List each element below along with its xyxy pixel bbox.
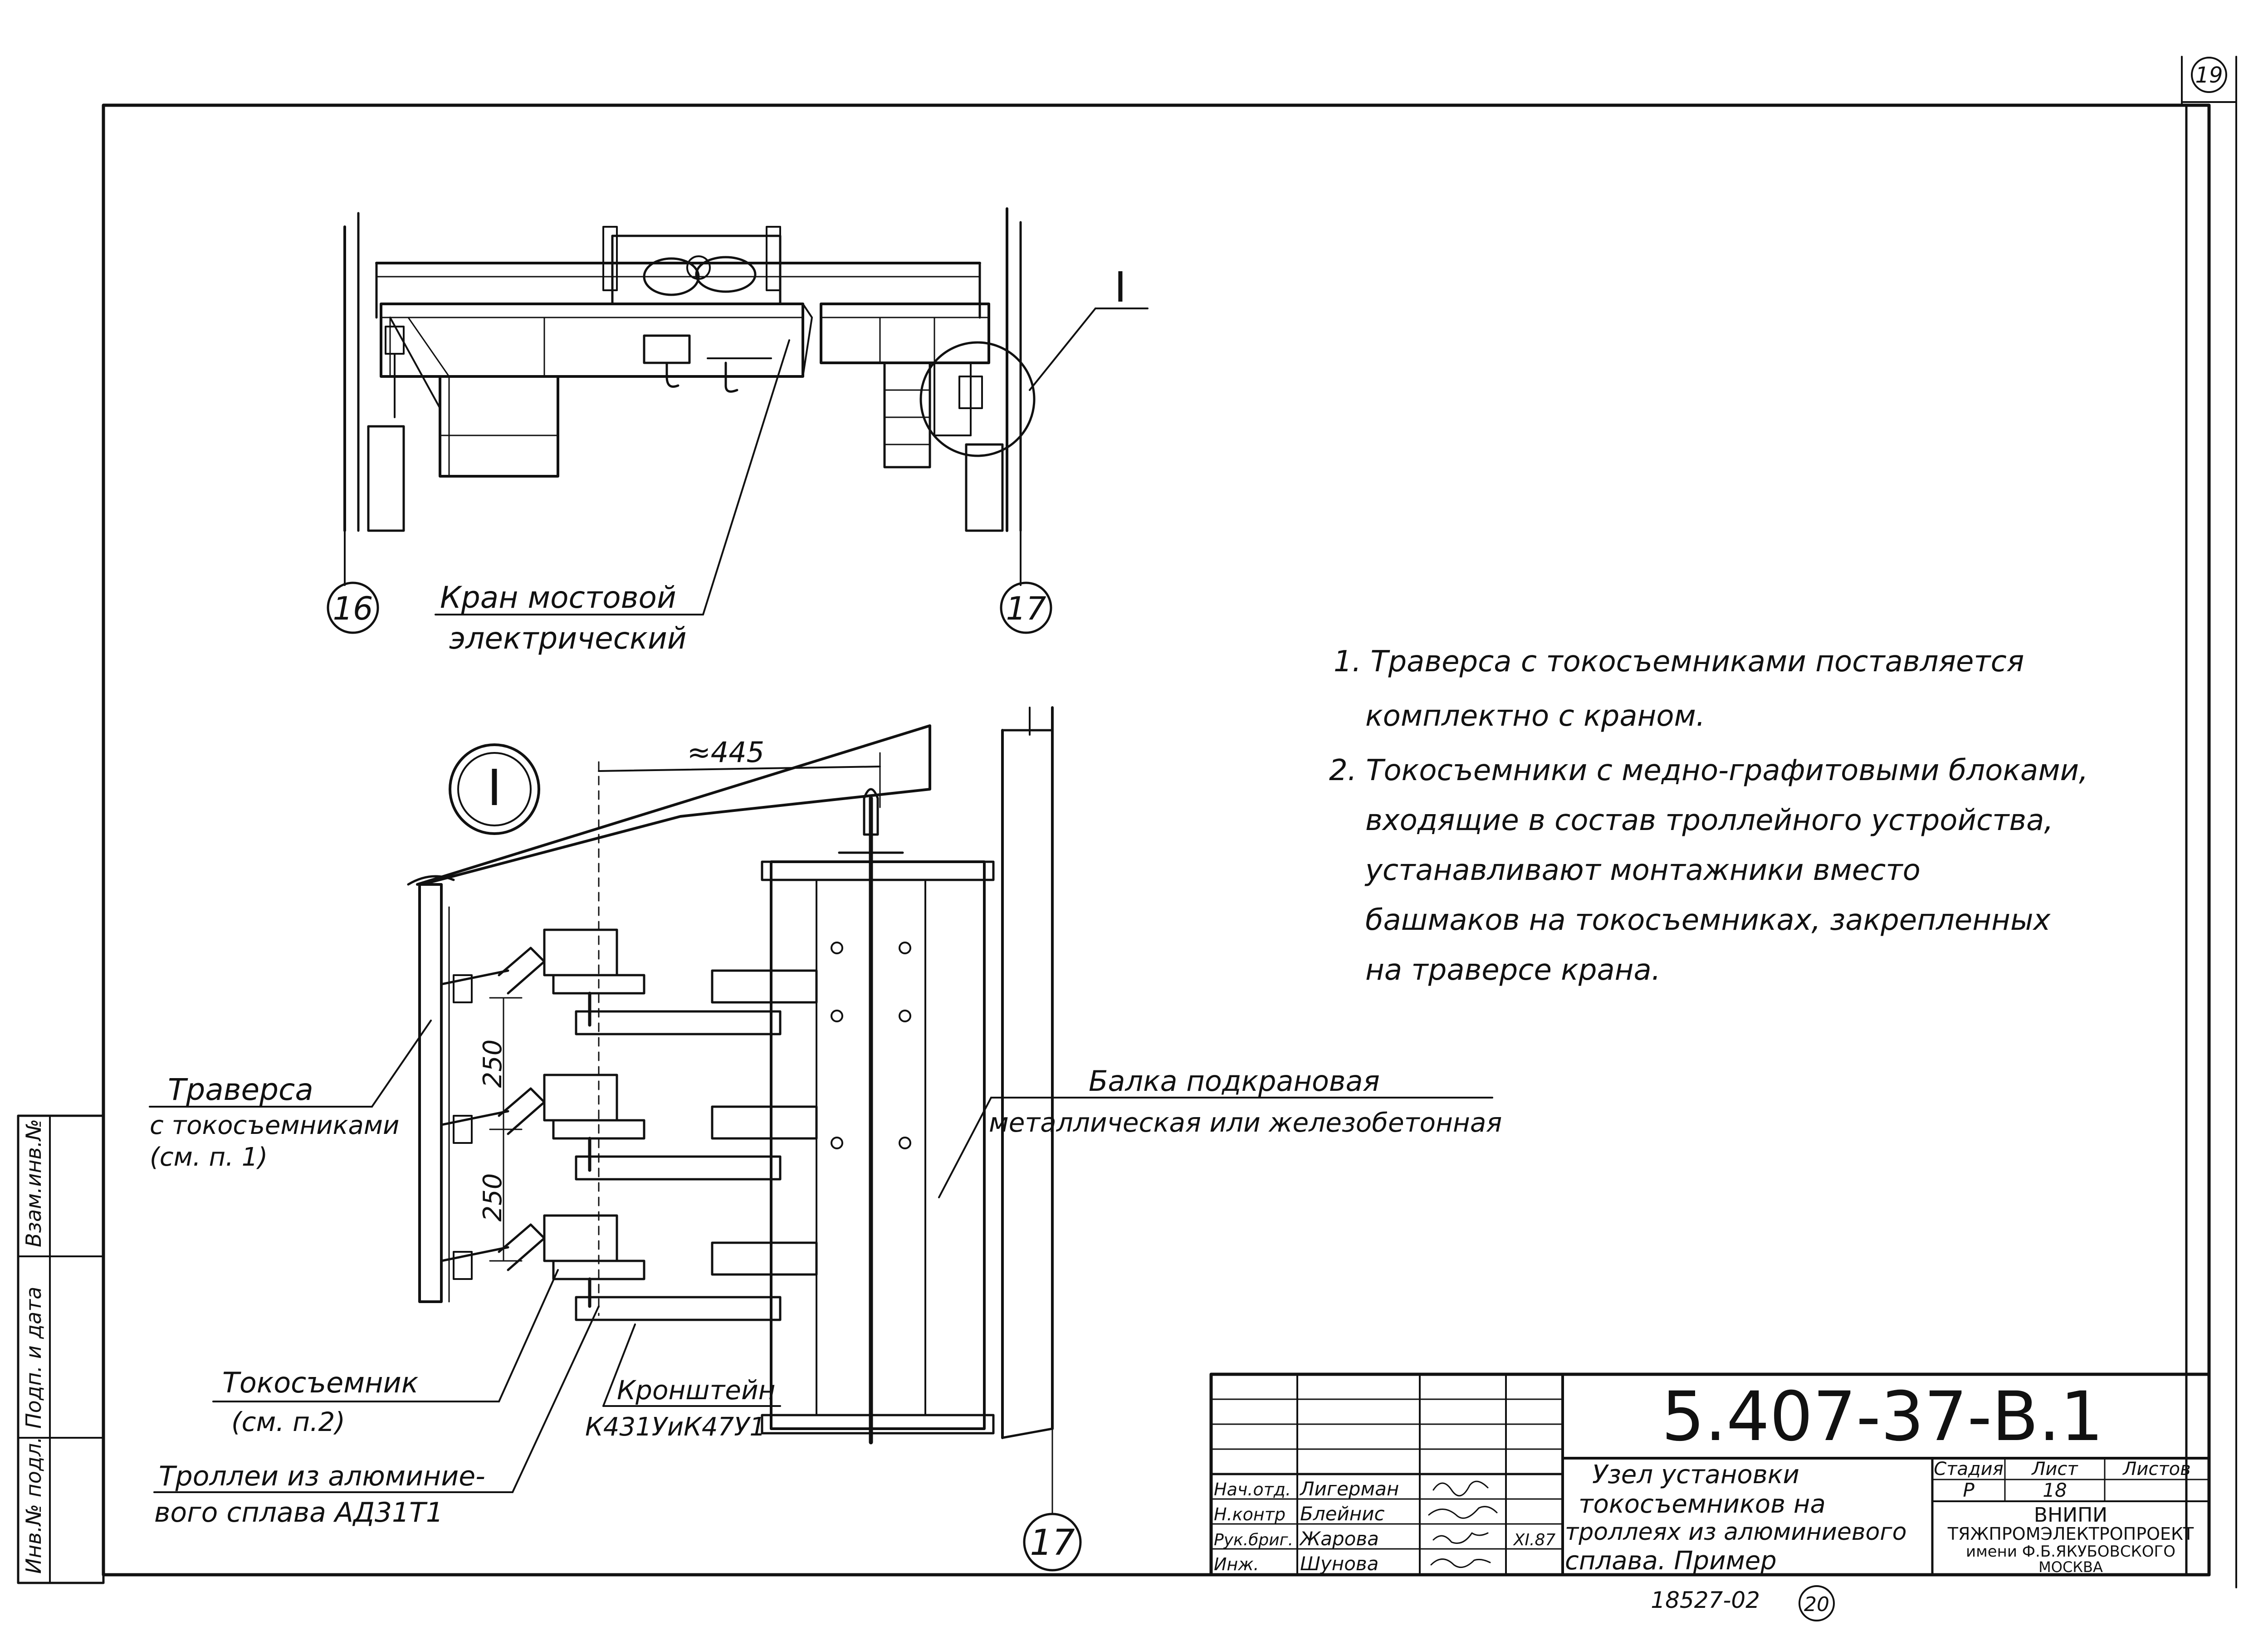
notes: 1. Траверса с токосъемниками поставляетс… <box>1329 645 2088 987</box>
org-line-4: МОСКВА <box>2038 1558 2103 1576</box>
dimension-250-b: 250 <box>478 1173 508 1222</box>
title-line-3: троллеях из алюминиевого <box>1565 1519 1906 1546</box>
dimension-250-a: 250 <box>478 1040 508 1088</box>
traverse-label: Траверса <box>168 1072 313 1107</box>
archive-sheet-circle <box>1799 1585 1835 1621</box>
archive-number: 18527-02 <box>1651 1587 1760 1613</box>
note-line-5: устанавливают монтажники вместо <box>1364 854 1921 887</box>
side-stamp-sign: Подп. и дата <box>21 1287 46 1429</box>
bracket-label: Кронштейн <box>617 1375 776 1406</box>
collector-note: (см. п.2) <box>231 1406 345 1437</box>
note-line-7: на траверсе крана. <box>1365 953 1661 987</box>
collector-2 <box>440 1074 782 1181</box>
side-stamp-replace: Взам.инв.№ <box>21 1119 46 1247</box>
staff-role-4: Инж. <box>1214 1554 1259 1574</box>
staff-role-2: Н.контр <box>1214 1504 1286 1524</box>
collector-3 <box>440 1214 782 1321</box>
note-line-2: комплектно с краном. <box>1365 699 1705 733</box>
archive-sheet: 20 <box>1804 1593 1829 1616</box>
crane-label-line1: Кран мостовой <box>440 580 676 615</box>
dimension-445: ≈445 <box>687 736 764 769</box>
bracket-codes: К431УиК47У1 <box>585 1412 766 1442</box>
title-block: 5.407-37-В.1 Узел установки токосъемнико… <box>1209 1372 2211 1577</box>
collector-label: Токосъемник <box>222 1366 419 1399</box>
staff-role-3: Рук.бриг. <box>1214 1531 1293 1549</box>
detail-marker: I <box>487 759 502 817</box>
detail-I-view: I ≈445 <box>149 706 1502 1572</box>
trolley-label-line1: Троллеи из алюминие- <box>159 1460 485 1492</box>
beam-label: Балка подкрановая <box>1089 1064 1380 1098</box>
traverse-note-line2: (см. п. 1) <box>150 1143 268 1172</box>
staff-name-4: Шунова <box>1300 1553 1378 1575</box>
sheet-number: 19 <box>2195 63 2223 88</box>
title-line-2: токосъемников на <box>1579 1489 1826 1519</box>
crane-top-view: I 16 17 Кран мостовой электрический <box>327 207 1149 656</box>
title-line-1: Узел установки <box>1592 1460 1799 1489</box>
traverse-note-line1: с токосъемниками <box>150 1111 399 1140</box>
staff-role-1: Нач.отд. <box>1214 1480 1291 1499</box>
note-line-4: входящие в состав троллейного устройства… <box>1365 804 2053 837</box>
sheet-frame <box>17 56 2237 1588</box>
staff-name-2: Блейнис <box>1300 1503 1385 1525</box>
org-line-1: ВНИПИ <box>2034 1504 2107 1527</box>
sheets-header: Листов <box>2122 1459 2190 1480</box>
doc-code: 5.407-37-В.1 <box>1662 1377 2104 1456</box>
beam-note: металлическая или железобетонная <box>989 1107 1502 1138</box>
org-line-3: имени Ф.Б.ЯКУБОВСКОГО <box>1966 1543 2175 1561</box>
staff-name-1: Лигерман <box>1299 1478 1399 1500</box>
axis-17-detail: 17 <box>1030 1523 1075 1563</box>
collector-1 <box>440 928 782 1035</box>
sheet-value: 18 <box>2043 1479 2067 1501</box>
note-line-6: башмаков на токосъемниках, закрепленных <box>1365 903 2051 937</box>
org-line-2: ТЯЖПРОМЭЛЕКТРОПРОЕКТ <box>1947 1524 2194 1544</box>
stage-header: Стадия <box>1934 1459 2003 1480</box>
date: XI.87 <box>1513 1531 1556 1549</box>
note-line-1: 1. Траверса с токосъемниками поставляетс… <box>1334 645 2024 679</box>
detail-circle <box>919 341 1036 457</box>
crane-label-line2: электрический <box>449 621 687 656</box>
trolley-label-line2: вого сплава АД31Т1 <box>154 1497 443 1528</box>
detail-marker-top: I <box>1114 263 1126 312</box>
note-line-3: 2. Токосъемники с медно-графитовыми блок… <box>1329 754 2088 787</box>
side-stamp: Инв.№ подл. Подп. и дата Взам.инв.№ <box>17 1114 105 1584</box>
stage-value: Р <box>1963 1479 1975 1501</box>
axis-16: 16 <box>332 590 373 627</box>
staff-name-3: Жарова <box>1299 1528 1379 1550</box>
axis-17-top: 17 <box>1006 590 1046 627</box>
sheet-header: Лист <box>2031 1459 2078 1480</box>
side-stamp-inv: Инв.№ подл. <box>21 1436 46 1574</box>
title-line-4: сплава. Пример <box>1565 1546 1777 1576</box>
sheet-number-badge: 19 <box>2191 57 2227 93</box>
